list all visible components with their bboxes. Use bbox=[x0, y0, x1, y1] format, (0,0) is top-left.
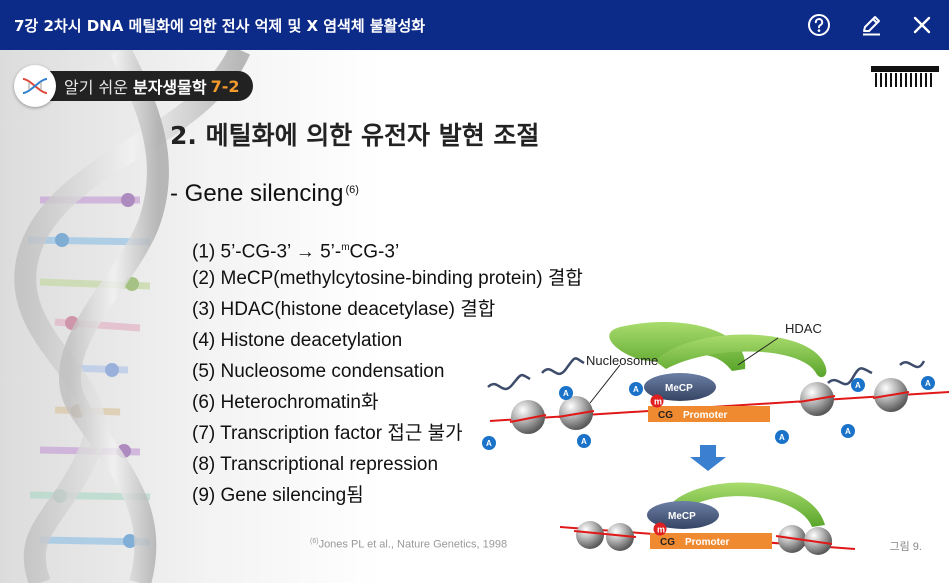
promoter-label: Promoter bbox=[685, 537, 730, 548]
hdac-leader-line bbox=[737, 337, 779, 366]
step-item: (3) HDAC(histone deacetylase) 결합 bbox=[192, 299, 496, 320]
dna-helix-background bbox=[14, 50, 251, 583]
step-item: (1) 5’-CG-3’ → 5’-mCG-3’ bbox=[192, 232, 583, 263]
figure-label: 그림 9. bbox=[889, 541, 922, 553]
promoter-label: Promoter bbox=[683, 410, 728, 421]
course-badge: 알기 쉬운 분자생물학 7-2 bbox=[14, 64, 254, 108]
close-button[interactable] bbox=[907, 10, 937, 40]
lecture-title: 7강 2차시 DNA 메틸화에 의한 전사 억제 및 X 염색체 불활성화 bbox=[14, 17, 426, 35]
acetyl-label: A bbox=[925, 379, 931, 388]
step-item: (8) Transcriptional repression bbox=[192, 454, 439, 475]
promoter-box bbox=[650, 533, 772, 549]
subheading-text: - Gene silencing bbox=[170, 180, 344, 207]
step-text-post: CG-3’ bbox=[349, 241, 400, 263]
acetyl-label: A bbox=[855, 381, 861, 390]
methyl-label: m bbox=[654, 397, 662, 407]
acetyl-label: A bbox=[845, 427, 851, 436]
course-number: 7-2 bbox=[210, 76, 240, 96]
acetyl-label: A bbox=[633, 385, 639, 394]
cg-label: CG bbox=[658, 410, 673, 421]
methyl-label: m bbox=[657, 525, 665, 535]
course-prefix: 알기 쉬운 bbox=[64, 78, 128, 97]
publisher-logo-icon bbox=[871, 66, 939, 87]
cg-label: CG bbox=[660, 537, 675, 548]
help-button[interactable] bbox=[804, 10, 834, 40]
nucleosome-label: Nucleosome bbox=[586, 353, 658, 368]
methyl-marker bbox=[653, 522, 667, 536]
acetyl-label: A bbox=[581, 437, 587, 446]
course-name: 분자생물학 bbox=[132, 78, 207, 97]
nucleosome bbox=[511, 400, 545, 434]
slide-heading: 2. 메틸화에 의한 유전자 발현 조절 bbox=[170, 121, 540, 150]
question-circle-icon bbox=[808, 14, 830, 36]
subheading-ref: (6) bbox=[345, 184, 359, 196]
mecp-protein bbox=[647, 501, 719, 529]
dna-coil bbox=[487, 373, 531, 391]
citation-text: Jones PL et al., Nature Genetics, 1998 bbox=[318, 538, 508, 551]
citation-ref: (6) bbox=[310, 538, 319, 545]
slide: 알기 쉬운 분자생물학 7-2 2. 메틸화에 의한 유전자 발현 조절 - G… bbox=[0, 50, 949, 583]
acetyl-label: A bbox=[563, 389, 569, 398]
nucleosome bbox=[606, 523, 634, 551]
title-bar: 7강 2차시 DNA 메틸화에 의한 전사 억제 및 X 염색체 불활성화 bbox=[0, 0, 949, 50]
promoter-box bbox=[648, 406, 770, 422]
step-text-pre: (1) 5’-CG-3’ → 5’- bbox=[192, 241, 342, 263]
step-item: (9) Gene silencing됨 bbox=[192, 485, 364, 506]
gene-silencing-diagram: Promoter CG MeCP m A A A A A A A A HDAC … bbox=[482, 321, 949, 555]
acetyl-label: A bbox=[486, 439, 492, 448]
step-item: (4) Histone deacetylation bbox=[192, 330, 403, 351]
nucleosome-leader-line bbox=[589, 364, 621, 404]
dna-logo-icon bbox=[22, 78, 48, 94]
step-item: (5) Nucleosome condensation bbox=[192, 361, 445, 382]
dna-coil bbox=[827, 367, 873, 386]
nucleosome bbox=[576, 521, 604, 549]
course-logo bbox=[14, 65, 56, 107]
citation: (6)Jones PL et al., Nature Genetics, 199… bbox=[310, 538, 507, 551]
step-item: (6) Heterochromatin화 bbox=[192, 392, 379, 413]
step-text-sup: m bbox=[341, 242, 350, 253]
dna-coil bbox=[899, 360, 926, 369]
slide-subheading: - Gene silencing(6) bbox=[170, 180, 359, 208]
step-list: (1) 5’-CG-3’ → 5’-mCG-3’ (2) MeCP(methyl… bbox=[192, 232, 583, 511]
hdac-arc bbox=[665, 482, 825, 527]
dna-coil bbox=[541, 357, 585, 376]
step-item: (7) Transcription factor 접근 불가 bbox=[192, 423, 463, 444]
pencil-icon bbox=[863, 16, 880, 36]
mecp-protein bbox=[644, 373, 716, 401]
methyl-marker bbox=[650, 394, 664, 408]
mecp-label: MeCP bbox=[668, 511, 696, 522]
down-arrow-icon bbox=[690, 445, 726, 471]
hdac-label: HDAC bbox=[785, 321, 822, 336]
course-title: 알기 쉬운 분자생물학 7-2 bbox=[44, 71, 254, 101]
close-icon bbox=[913, 16, 931, 34]
step-item: (2) MeCP(methylcytosine-binding protein)… bbox=[192, 268, 583, 289]
acetyl-label: A bbox=[779, 433, 785, 442]
hdac-arc bbox=[655, 334, 827, 378]
edit-button[interactable] bbox=[856, 10, 886, 40]
hdac-protein bbox=[609, 322, 746, 371]
mecp-label: MeCP bbox=[665, 383, 693, 394]
